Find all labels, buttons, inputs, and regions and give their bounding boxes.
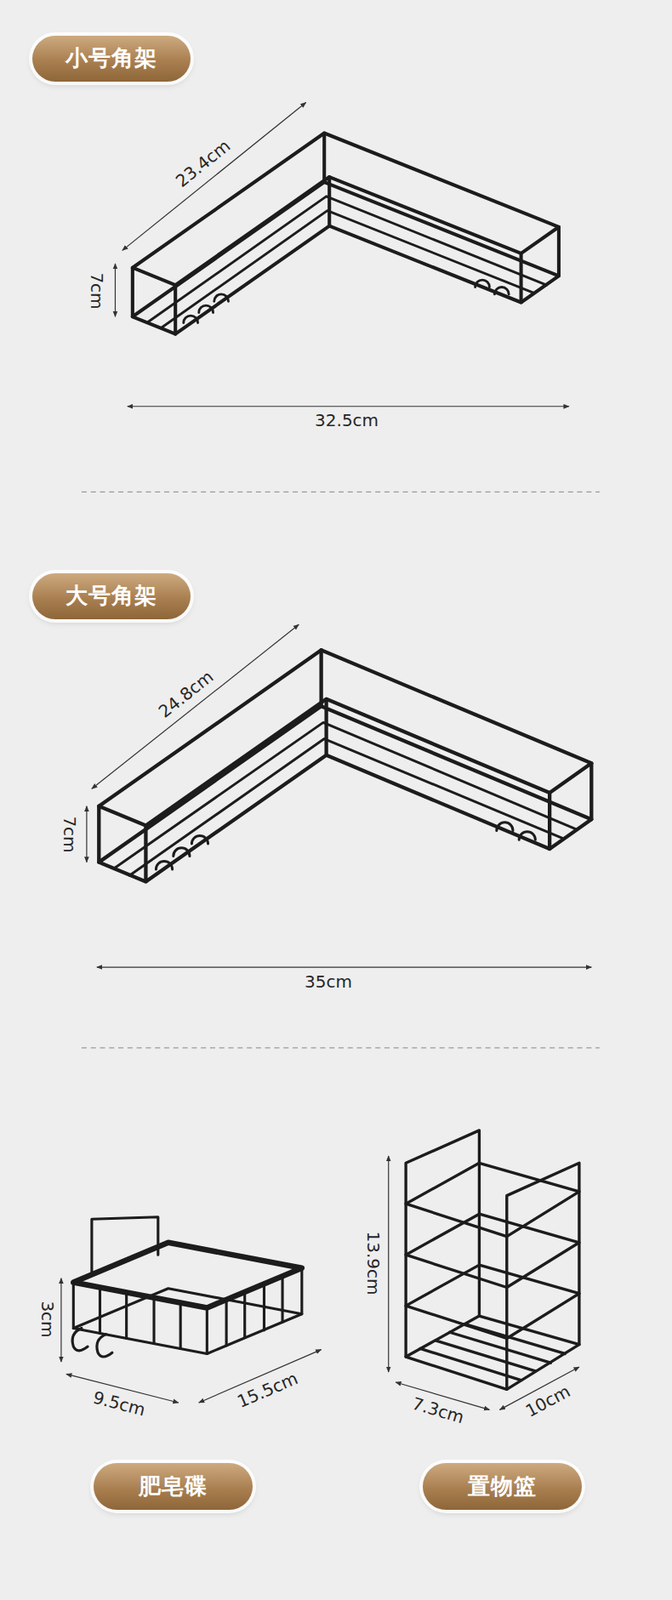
storage-basket [405, 1130, 580, 1390]
dimension-lines [86, 624, 592, 968]
dimension-label: 35cm [304, 973, 353, 991]
dimension-label: 3cm [38, 1301, 56, 1339]
section-title: 小号角架 [65, 43, 158, 74]
section-pill: 置物篮 [422, 1463, 582, 1510]
section-pill: 大号角架 [32, 573, 191, 620]
large-rack [98, 649, 592, 882]
section-title: 置物篮 [467, 1471, 537, 1502]
dimension-label: 10cm [522, 1382, 573, 1420]
small-rack [132, 132, 559, 334]
section-pill: 肥皂碟 [93, 1463, 253, 1510]
dimension-label: 32.5cm [314, 411, 379, 429]
dimension-lines [388, 1156, 580, 1410]
dimension-label: 7cm [88, 272, 106, 309]
dimension-label: 9.5cm [91, 1388, 148, 1419]
dimension-label: 7.3cm [410, 1395, 467, 1427]
separator [81, 491, 600, 493]
dimension-lines [114, 102, 569, 407]
dimension-label: 15.5cm [234, 1369, 301, 1411]
section-title: 大号角架 [65, 580, 158, 611]
section-pill: 小号角架 [32, 35, 191, 82]
dimension-label: 7cm [61, 815, 79, 853]
dimension-label: 23.4cm [172, 136, 234, 190]
dimension-label: 24.8cm [155, 667, 217, 721]
dimension-label: 13.9cm [364, 1231, 382, 1296]
soap-dish [72, 1217, 302, 1357]
section-title: 肥皂碟 [138, 1471, 208, 1502]
separator [81, 1047, 600, 1048]
